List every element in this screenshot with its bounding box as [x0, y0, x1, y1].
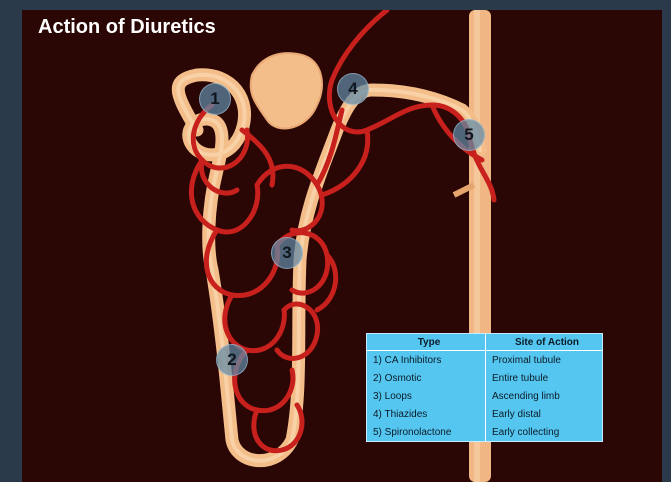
legend-site: Entire tubule — [485, 369, 602, 387]
legend-site: Proximal tubule — [485, 351, 602, 369]
marker-5: 5 — [453, 119, 485, 151]
legend-row: 2) Osmotic Entire tubule — [367, 369, 602, 387]
page-title: Action of Diuretics — [38, 16, 216, 39]
legend-type: 5) Spironolactone — [367, 427, 485, 438]
legend-header-type: Type — [367, 337, 485, 348]
legend-row: 4) Thiazides Early distal — [367, 405, 602, 423]
marker-3: 3 — [271, 237, 303, 269]
legend-row: 1) CA Inhibitors Proximal tubule — [367, 351, 602, 369]
legend-site: Ascending limb — [485, 387, 602, 405]
marker-1: 1 — [199, 83, 231, 115]
legend-row: 5) Spironolactone Early collecting — [367, 423, 602, 441]
diagram-canvas: Action of Diuretics 1 2 3 4 5 Type Site … — [22, 10, 662, 482]
legend-header-row: Type Site of Action — [367, 334, 602, 351]
legend-type: 4) Thiazides — [367, 409, 485, 420]
marker-2: 2 — [216, 344, 248, 376]
marker-4: 4 — [337, 73, 369, 105]
legend-type: 1) CA Inhibitors — [367, 355, 485, 366]
legend-site: Early collecting — [485, 423, 602, 441]
legend-header-site: Site of Action — [485, 334, 602, 350]
legend-site: Early distal — [485, 405, 602, 423]
diuretics-legend-table: Type Site of Action 1) CA Inhibitors Pro… — [366, 333, 603, 442]
legend-type: 3) Loops — [367, 391, 485, 402]
legend-type: 2) Osmotic — [367, 373, 485, 384]
legend-row: 3) Loops Ascending limb — [367, 387, 602, 405]
